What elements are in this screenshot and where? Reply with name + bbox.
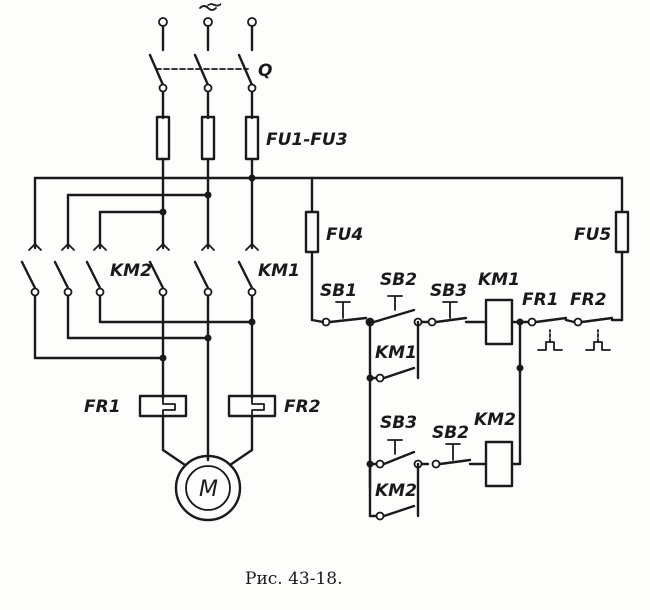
control-fuses <box>304 210 630 322</box>
label-fu5: FU5 <box>574 225 611 245</box>
control-bus <box>33 174 624 250</box>
label-fr1-relay: FR1 <box>84 397 121 417</box>
km1-main-contacts <box>148 243 259 297</box>
label-km1-main: KM1 <box>258 261 300 281</box>
figure-caption: Рис. 43-18. <box>245 569 343 589</box>
label-sb3-top: SB3 <box>430 281 467 301</box>
label-km2-hold: KM2 <box>375 481 417 501</box>
km2-main-contacts <box>20 243 107 297</box>
motor <box>174 454 242 522</box>
label-q: Q <box>258 61 272 81</box>
label-motor: M <box>199 477 218 502</box>
control-rung-km2 <box>366 320 524 521</box>
label-fu4: FU4 <box>326 225 363 245</box>
label-coil-km2: KM2 <box>474 410 516 430</box>
label-fr1-contact: FR1 <box>522 290 559 310</box>
label-fu1-fu3: FU1-FU3 <box>266 130 348 150</box>
label-sb1: SB1 <box>320 281 357 301</box>
label-km2-main: KM2 <box>110 261 152 281</box>
label-sb3-bottom: SB3 <box>380 413 417 433</box>
reversing-crossover <box>33 294 256 452</box>
main-switch-q <box>148 53 257 120</box>
main-fuses <box>155 115 260 250</box>
supply-symbol: ~ <box>205 0 223 18</box>
label-sb2-top: SB2 <box>380 270 417 290</box>
label-sb2-bottom: SB2 <box>432 423 469 443</box>
supply-terminals <box>158 5 257 52</box>
label-fr2-relay: FR2 <box>284 397 321 417</box>
thermal-relays <box>138 394 277 467</box>
label-coil-km1: KM1 <box>478 270 520 290</box>
label-km1-hold: KM1 <box>375 343 417 363</box>
label-fr2-contact: FR2 <box>570 290 607 310</box>
